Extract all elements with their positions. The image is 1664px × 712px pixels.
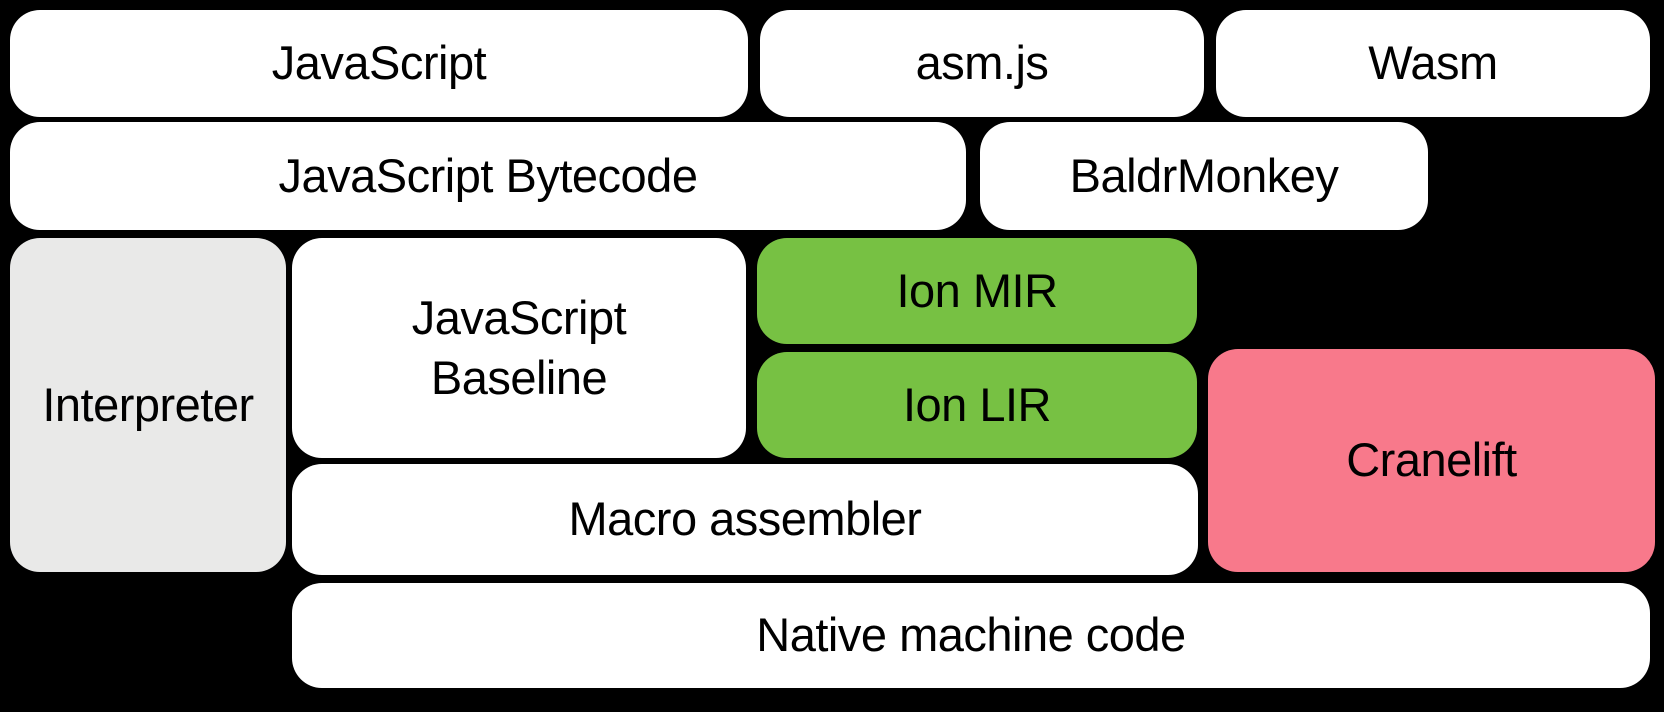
node-javascript-bytecode: JavaScript Bytecode xyxy=(10,122,966,230)
node-asmjs: asm.js xyxy=(760,10,1204,117)
node-interpreter: Interpreter xyxy=(10,238,286,572)
node-native-machine-code: Native machine code xyxy=(292,583,1650,688)
node-cranelift: Cranelift xyxy=(1208,349,1655,572)
node-ion-mir: Ion MIR xyxy=(757,238,1197,344)
node-ion-lir: Ion LIR xyxy=(757,352,1197,458)
node-wasm: Wasm xyxy=(1216,10,1650,117)
node-baldrmonkey: BaldrMonkey xyxy=(980,122,1428,230)
node-macro-assembler: Macro assembler xyxy=(292,464,1198,575)
node-javascript: JavaScript xyxy=(10,10,748,117)
node-javascript-baseline: JavaScript Baseline xyxy=(292,238,746,458)
